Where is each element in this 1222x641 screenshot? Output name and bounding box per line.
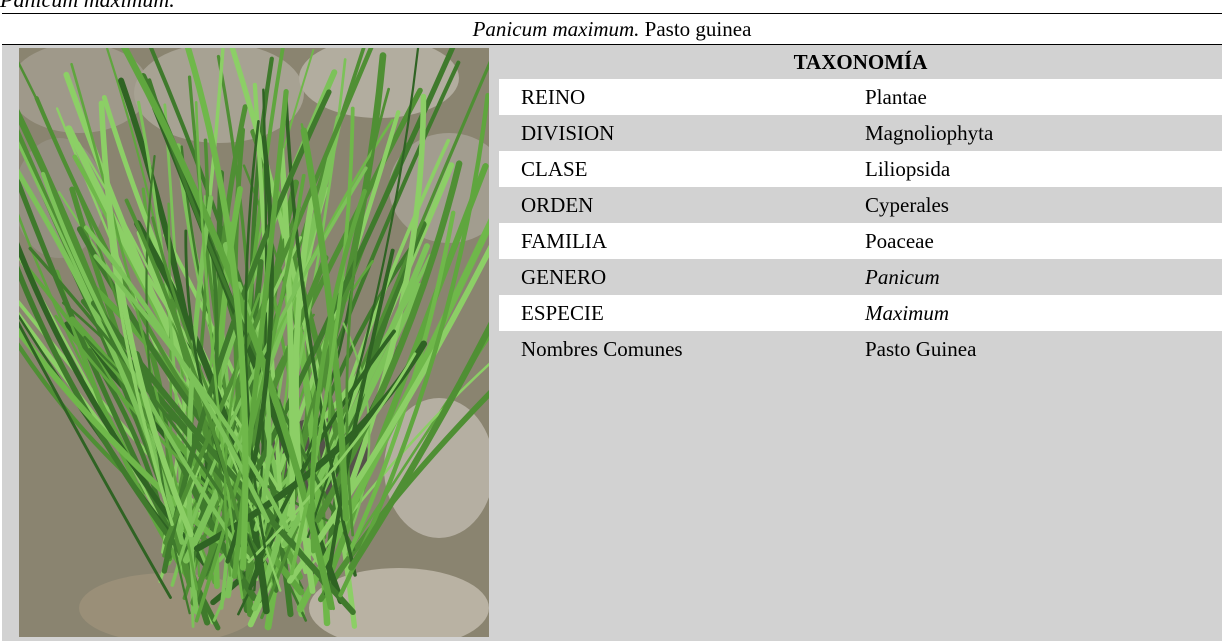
grass-blade	[19, 321, 172, 599]
taxonomy-row-division: DIVISION Magnoliophyta	[499, 115, 1222, 151]
taxonomy-value: Pasto Guinea	[865, 336, 977, 361]
plant-photo	[19, 48, 489, 637]
taxonomy-value: Cyperales	[865, 192, 949, 217]
grass-blade	[194, 100, 244, 600]
taxonomy-key: ORDEN	[521, 192, 594, 217]
grass-blade	[247, 352, 417, 564]
grass-blade	[296, 218, 489, 613]
grass-blade	[293, 195, 316, 594]
grass-blade	[300, 127, 350, 522]
figure-title-species: Panicum maximum.	[472, 17, 640, 41]
taxonomy-key: FAMILIA	[521, 228, 607, 253]
figure-table: Panicum maximum. Pasto guinea	[2, 13, 1222, 641]
taxonomy-value: Panicum	[865, 264, 940, 289]
taxonomy-key: CLASE	[521, 156, 588, 181]
taxonomy-key: REINO	[521, 84, 586, 109]
taxonomy-row-genero: GENERO Panicum	[499, 259, 1222, 295]
grass-blade	[182, 114, 343, 564]
taxonomy-row-orden: ORDEN Cyperales	[499, 187, 1222, 223]
plant-photo-image	[19, 48, 489, 637]
grass-blade	[260, 60, 489, 620]
figure-title: Panicum maximum. Pasto guinea	[2, 14, 1222, 45]
grass-blade	[289, 106, 355, 576]
grass-blade	[93, 254, 290, 533]
taxonomy-row-nombres-comunes: Nombres Comunes Pasto Guinea	[499, 331, 1222, 367]
grass-blade	[90, 300, 356, 615]
grass-blade	[323, 248, 395, 596]
taxonomy-row-especie: ESPECIE Maximum	[499, 295, 1222, 331]
grass-blade	[287, 244, 489, 584]
taxonomy-table: TAXONOMÍA REINO Plantae DIVISION Magnoli…	[499, 45, 1222, 367]
taxonomy-value: Maximum	[865, 300, 949, 325]
figure-body: TAXONOMÍA REINO Plantae DIVISION Magnoli…	[2, 45, 1222, 641]
grass-blade	[184, 48, 249, 571]
page-caption: Panicum maximum.	[0, 0, 175, 11]
taxonomy-header: TAXONOMÍA	[499, 45, 1222, 79]
taxonomy-row-familia: FAMILIA Poaceae	[499, 223, 1222, 259]
figure-title-common: Pasto guinea	[644, 17, 752, 41]
grass-blade	[338, 93, 489, 598]
grass-blade	[163, 48, 374, 545]
taxonomy-row-reino: REINO Plantae	[499, 79, 1222, 115]
grass-blade	[317, 390, 489, 603]
taxonomy-value: Magnoliophyta	[865, 120, 994, 145]
grass-blade	[309, 188, 367, 554]
grass-blade	[19, 265, 176, 546]
taxonomy-key: Nombres Comunes	[521, 336, 683, 361]
grass-blade	[98, 100, 194, 538]
grass-blade	[306, 48, 420, 539]
taxonomy-value: Plantae	[865, 84, 927, 109]
taxonomy-value: Liliopsida	[865, 156, 951, 181]
grass-blade	[194, 173, 306, 623]
grass-blade	[124, 198, 245, 534]
taxonomy-value: Poaceae	[865, 228, 934, 253]
taxonomy-key: DIVISION	[521, 120, 615, 145]
grass-blade	[348, 321, 489, 571]
taxonomy-key: ESPECIE	[521, 300, 604, 325]
taxonomy-row-clase: CLASE Liliopsida	[499, 151, 1222, 187]
taxonomy-key: GENERO	[521, 264, 607, 289]
grass-blade	[40, 171, 246, 559]
